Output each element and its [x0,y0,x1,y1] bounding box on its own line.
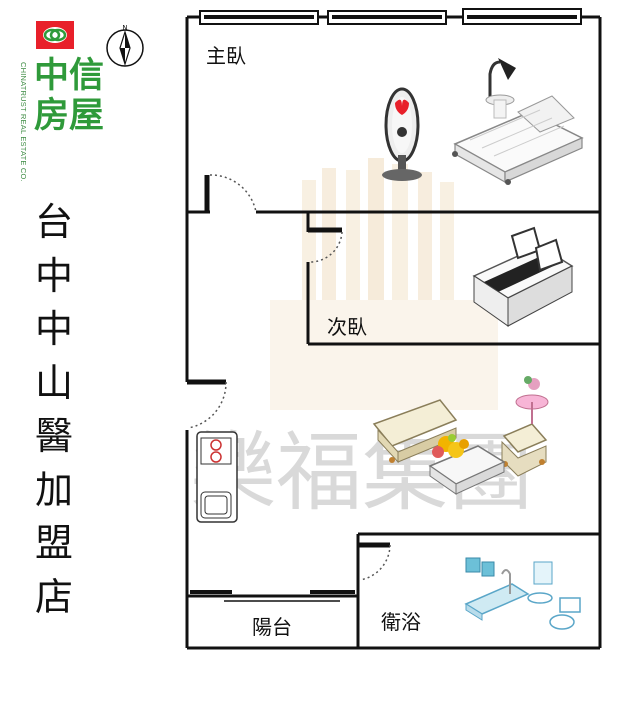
kitchen-counter [196,431,238,523]
brand-name-zh: 中信 房屋 [34,56,114,136]
store-name: 台 中 中 山 醫 加 盟 店 [26,196,82,624]
store-name-char: 台 [34,200,73,244]
brand-logo-icon [36,21,74,49]
coffee-table-icon [428,445,506,495]
sofa-icon [372,399,458,464]
store-name-char: 加 [34,467,73,512]
armchair-icon [501,423,548,477]
store-name-char: 中 [34,253,73,298]
watermark-building [270,158,498,410]
brand-name-en: CHINATRUST REAL ESTATE CO. [19,62,28,182]
compass-label: N [122,24,127,32]
room-label-second-bedroom: 次臥 [327,315,367,339]
windows [190,8,582,602]
lamp-icon [485,58,516,119]
compass-icon: N [106,24,144,67]
store-name-char: 山 [34,360,73,405]
store-name-char: 盟 [34,521,73,565]
room-label-balcony: 陽台 [252,615,292,639]
door-swings [187,174,391,581]
brand-name-zh-line1: 中信 [34,55,105,96]
store-name-char: 店 [34,574,73,619]
side-table-icon [515,376,549,424]
store-name-char: 中 [34,307,73,351]
room-label-bathroom: 衛浴 [381,610,421,634]
flowers-icon [432,434,469,458]
room-label-master-bedroom: 主臥 [206,44,246,68]
bed-icon-second [472,226,574,327]
brand-block: CHINATRUST REAL ESTATE CO. 中信 房屋 [14,16,124,182]
brand-name-zh-line2: 房屋 [34,95,105,136]
standing-mirror-icon [382,87,422,181]
bathroom-fixtures-icon [464,557,581,630]
store-name-char: 醫 [34,414,73,458]
bed-icon-master [452,95,584,185]
